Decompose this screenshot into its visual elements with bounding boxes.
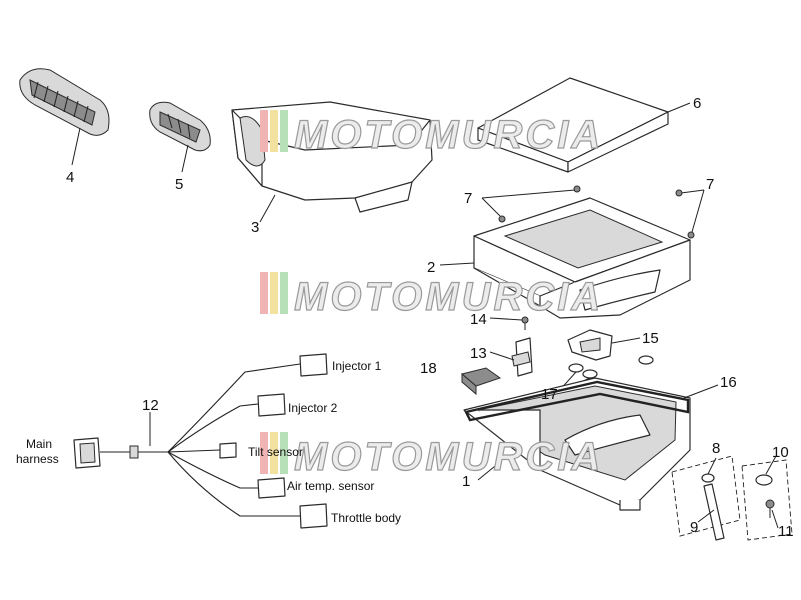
label-part-11: 11	[778, 523, 794, 540]
label-part-16: 16	[720, 374, 737, 391]
part-15-bracket	[567, 329, 641, 361]
part-6-filter-lid	[477, 77, 691, 173]
part-13-sensor	[489, 337, 533, 377]
watermark-logo-top: MOTOMURCIA	[260, 110, 603, 158]
watermark-logo-middle: MOTOMURCIA	[260, 272, 603, 320]
label-tilt-sensor: Tilt sensor	[248, 445, 303, 459]
part-10-11-clip-screw	[741, 455, 793, 541]
label-part-2: 2	[427, 259, 435, 276]
watermark-text-top: MOTOMURCIA	[294, 113, 603, 157]
part-2-filter-frame	[439, 197, 691, 319]
wiring-harness	[73, 353, 328, 529]
label-part-13: 13	[470, 345, 487, 362]
part-8-9-hose	[671, 455, 741, 541]
label-injector-2: Injector 2	[288, 401, 338, 415]
label-part-14: 14	[470, 311, 487, 328]
label-part-6: 6	[693, 95, 701, 112]
part-14-screw	[489, 316, 529, 330]
label-part-7b: 7	[706, 176, 714, 193]
wiring-text-labels: Main harness Injector 1 Injector 2 Tilt …	[16, 359, 401, 525]
label-part-15: 15	[642, 330, 659, 347]
label-part-10: 10	[772, 444, 789, 461]
label-part-8: 8	[712, 440, 720, 457]
watermark-text-middle: MOTOMURCIA	[294, 275, 603, 319]
label-part-3: 3	[251, 219, 259, 236]
watermark-logo-bottom: MOTOMURCIA	[260, 432, 603, 480]
label-part-4: 4	[66, 169, 74, 186]
label-main-harness: Main harness	[16, 437, 59, 466]
watermark-group: MOTOMURCIA MOTOMURCIA MOTOMURCIA	[260, 110, 603, 480]
part-number-labels: 4 5 3 6 7 7 2 14 15 13 18 16 17 12 8 10 …	[66, 95, 794, 540]
part-5-small-grille	[149, 101, 211, 173]
label-part-12: 12	[142, 397, 159, 414]
label-air-temp-sensor: Air temp. sensor	[287, 479, 374, 493]
label-part-9: 9	[690, 519, 698, 536]
label-part-1: 1	[462, 473, 470, 490]
label-throttle-body: Throttle body	[331, 511, 401, 525]
part-4-intake-grille	[19, 68, 110, 166]
part-18-pad	[460, 367, 502, 396]
label-injector-1: Injector 1	[332, 359, 382, 373]
watermark-text-bottom: MOTOMURCIA	[294, 435, 603, 479]
label-part-18: 18	[420, 360, 437, 377]
label-part-7a: 7	[464, 190, 472, 207]
part-16-gasket	[464, 380, 719, 422]
part-7-screws	[481, 185, 705, 239]
label-part-17: 17	[541, 386, 558, 403]
label-part-5: 5	[175, 176, 183, 193]
